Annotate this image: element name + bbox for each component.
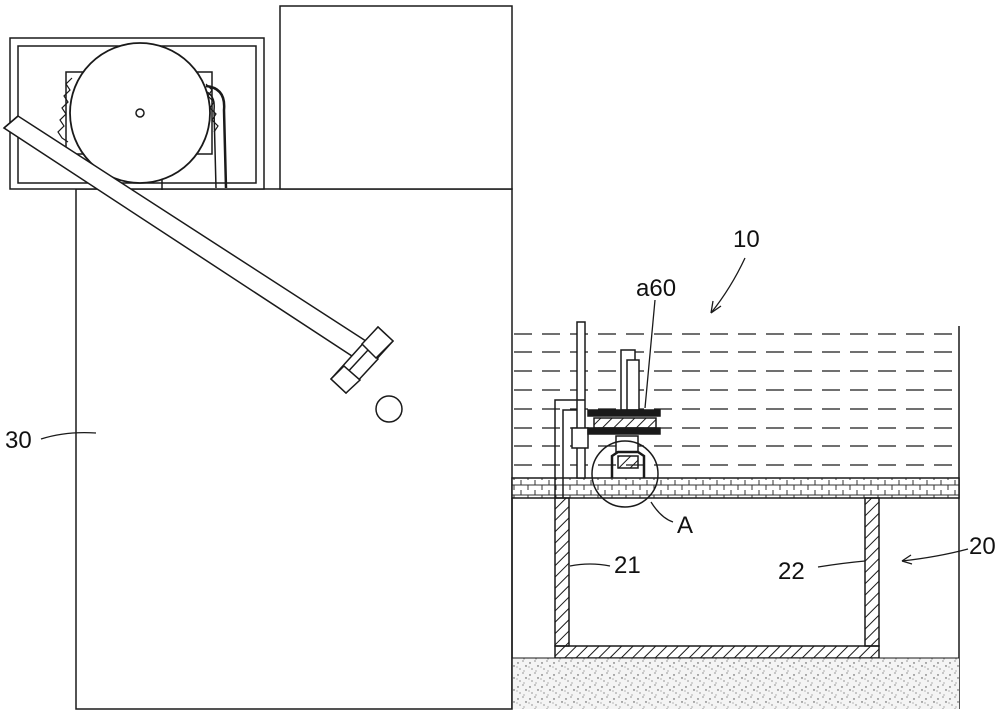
leader-20 xyxy=(901,548,969,562)
label-10: 10 xyxy=(733,226,760,253)
arm-head-block-right xyxy=(360,325,395,360)
upper-box xyxy=(279,5,513,190)
feeder-coupling xyxy=(615,435,639,453)
support-base-beam xyxy=(554,645,880,659)
tank-10 xyxy=(511,321,960,709)
support-post-21 xyxy=(554,497,570,647)
drive-belt xyxy=(205,84,228,189)
feeder-plate-top xyxy=(587,409,661,417)
sand-ground xyxy=(512,658,959,709)
gear-left xyxy=(57,77,73,143)
leader-21 xyxy=(569,563,611,567)
feeder-plate-mid xyxy=(593,417,657,429)
arm-end-cap xyxy=(3,115,19,129)
label-30: 30 xyxy=(5,427,32,454)
label-21: 21 xyxy=(614,552,641,579)
detail-circle-a xyxy=(591,440,659,508)
leader-22 xyxy=(817,560,866,568)
brick-floor xyxy=(511,477,960,499)
machine-30 xyxy=(2,5,513,710)
support-20 xyxy=(511,497,959,709)
feeder-plate-bottom xyxy=(587,427,661,435)
machine-body xyxy=(75,188,513,710)
feeder-nut xyxy=(617,455,639,469)
leader-a60 xyxy=(644,299,656,409)
support-post-22 xyxy=(864,497,880,647)
leader-30 xyxy=(40,431,97,440)
arm-head-block-left xyxy=(329,364,362,395)
leader-lines xyxy=(40,257,969,568)
pipe-bend xyxy=(554,399,585,498)
feeder-shaft-inner xyxy=(626,359,640,411)
ball xyxy=(375,395,403,423)
label-a60: a60 xyxy=(636,275,676,302)
leader-10-arrow xyxy=(710,300,722,314)
leader-20-arrow xyxy=(901,554,913,565)
pulley-hub xyxy=(135,108,145,118)
leader-A xyxy=(650,501,674,523)
label-20: 20 xyxy=(969,533,996,560)
feeder-clamp xyxy=(610,450,646,478)
label-22: 22 xyxy=(778,558,805,585)
pipe-joint xyxy=(571,427,589,449)
leader-10 xyxy=(710,257,746,314)
label-A: A xyxy=(677,512,693,539)
